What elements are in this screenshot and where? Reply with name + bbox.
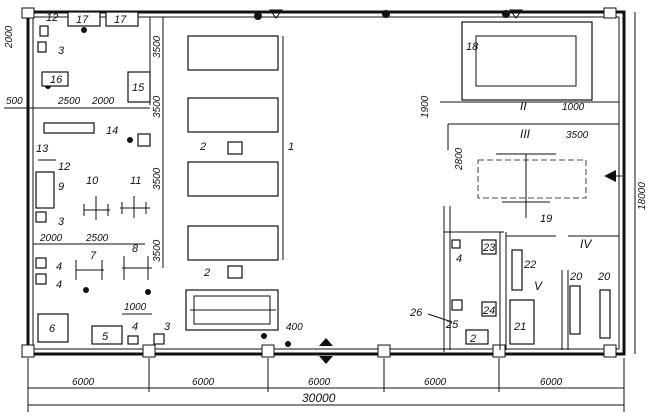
dim-2500-a: 2500 (57, 96, 81, 107)
machine-20a (569, 285, 581, 335)
label-14: 14 (106, 125, 118, 137)
label-3c: 3 (164, 321, 171, 333)
bench-3 (187, 161, 279, 197)
dim-3500-a: 3500 (152, 35, 163, 58)
label-10: 10 (86, 175, 99, 187)
label-9: 9 (58, 181, 64, 193)
bottom-dimension-chain: 6000 6000 6000 6000 6000 30000 (27, 358, 625, 412)
dim-span-3: 6000 (308, 377, 331, 388)
machine-17a (67, 11, 101, 27)
dim-2000-a: 2000 (91, 96, 115, 107)
dim-3500-right: 3500 (566, 130, 589, 141)
label-21: 21 (513, 321, 526, 333)
machine-20b (599, 289, 611, 339)
machine-24 (481, 301, 497, 317)
transfer-table: 400 (185, 289, 333, 364)
dim-2000-b: 2000 (39, 233, 63, 244)
machine-16 (41, 71, 69, 87)
dim-3500-c: 3500 (152, 167, 163, 190)
label-22: 22 (523, 259, 536, 271)
column-row (21, 7, 617, 358)
right-area: 18 1900 II 1000 III 3500 2800 19 4 23 22 (409, 21, 622, 352)
label-3a: 3 (58, 45, 65, 57)
machine-17b (105, 11, 139, 27)
dim-span-1: 6000 (72, 377, 95, 388)
label-23: 23 (482, 242, 496, 254)
label-2b: 2 (203, 267, 210, 279)
label-2c: 2 (469, 333, 476, 345)
label-8: 8 (132, 243, 139, 255)
left-bays: 2000 3500 3500 3500 3500 500 2500 2000 2… (4, 11, 171, 345)
label-25: 25 (445, 319, 459, 331)
dim-3500-b: 3500 (152, 95, 163, 118)
label-3b: 3 (58, 216, 65, 228)
machine-13 (43, 122, 95, 134)
dim-2800: 2800 (454, 147, 465, 171)
dim-500: 500 (6, 96, 23, 107)
right-dimension: 18000 (634, 12, 648, 354)
label-2a: 2 (199, 141, 206, 153)
dim-2000-left: 2000 (4, 25, 15, 49)
machine-15 (127, 71, 151, 103)
machine-8 (122, 256, 152, 280)
bench-2 (187, 97, 279, 133)
label-12a: 12 (46, 12, 58, 24)
label-24: 24 (482, 305, 495, 317)
label-15: 15 (132, 82, 145, 94)
label-26: 26 (409, 307, 423, 319)
dim-1000-bottom: 1000 (124, 302, 147, 313)
bench-4 (187, 225, 279, 261)
dim-1000-right: 1000 (562, 102, 585, 113)
label-1: 1 (288, 141, 294, 153)
dim-span-5: 6000 (540, 377, 563, 388)
label-5: 5 (102, 331, 109, 343)
machine-21 (509, 299, 535, 345)
label-16: 16 (50, 74, 63, 86)
machine-10 (83, 196, 110, 220)
label-4b: 4 (56, 279, 62, 291)
machine-7 (75, 260, 104, 280)
label-4d: 4 (456, 253, 462, 265)
top-markers (254, 9, 523, 20)
label-13: 13 (36, 143, 49, 155)
dim-2500-b: 2500 (85, 233, 109, 244)
central-bench-line: 1 2 2 (187, 35, 294, 279)
label-4a: 4 (56, 261, 62, 273)
machine-9 (35, 171, 55, 209)
label-17b: 17 (114, 14, 127, 26)
label-18: 18 (466, 41, 479, 53)
machine-5 (91, 325, 123, 345)
dim-400: 400 (286, 322, 303, 333)
building-walls (26, 10, 626, 356)
label-20a: 20 (569, 271, 583, 283)
zone-II: II (520, 99, 527, 113)
zone-V: V (534, 279, 543, 293)
machine-18 (461, 21, 593, 101)
dim-span-4: 6000 (424, 377, 447, 388)
machine-22 (511, 249, 523, 291)
machine-23 (481, 239, 497, 255)
dim-18000: 18000 (637, 182, 648, 210)
dim-1900: 1900 (420, 95, 431, 118)
dim-3500-d: 3500 (152, 239, 163, 262)
bench-1 (187, 35, 279, 71)
zone-IV: IV (580, 237, 592, 251)
label-4c: 4 (132, 321, 138, 333)
label-6: 6 (49, 323, 56, 335)
label-12b: 12 (58, 161, 70, 173)
label-17a: 17 (76, 14, 89, 26)
label-7: 7 (90, 250, 97, 262)
label-20b: 20 (597, 271, 611, 283)
dim-span-2: 6000 (192, 377, 215, 388)
dim-total: 30000 (302, 391, 336, 405)
zone-III: III (520, 127, 531, 141)
label-19: 19 (540, 213, 552, 225)
label-11: 11 (130, 175, 141, 187)
machine-11 (120, 196, 150, 218)
machine-6 (37, 313, 69, 343)
